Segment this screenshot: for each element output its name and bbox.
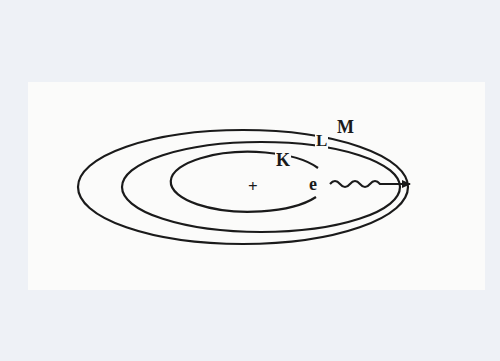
shell-label: M: [336, 118, 355, 136]
photon-wave: [330, 181, 410, 187]
orbit-m: [78, 130, 408, 244]
shell-label: K: [275, 151, 291, 169]
orbit-k: [171, 152, 318, 212]
electron-label: e: [308, 175, 318, 193]
orbit-l: [122, 142, 400, 232]
shell-label: L: [315, 132, 328, 149]
nucleus-sign: +: [247, 178, 259, 195]
